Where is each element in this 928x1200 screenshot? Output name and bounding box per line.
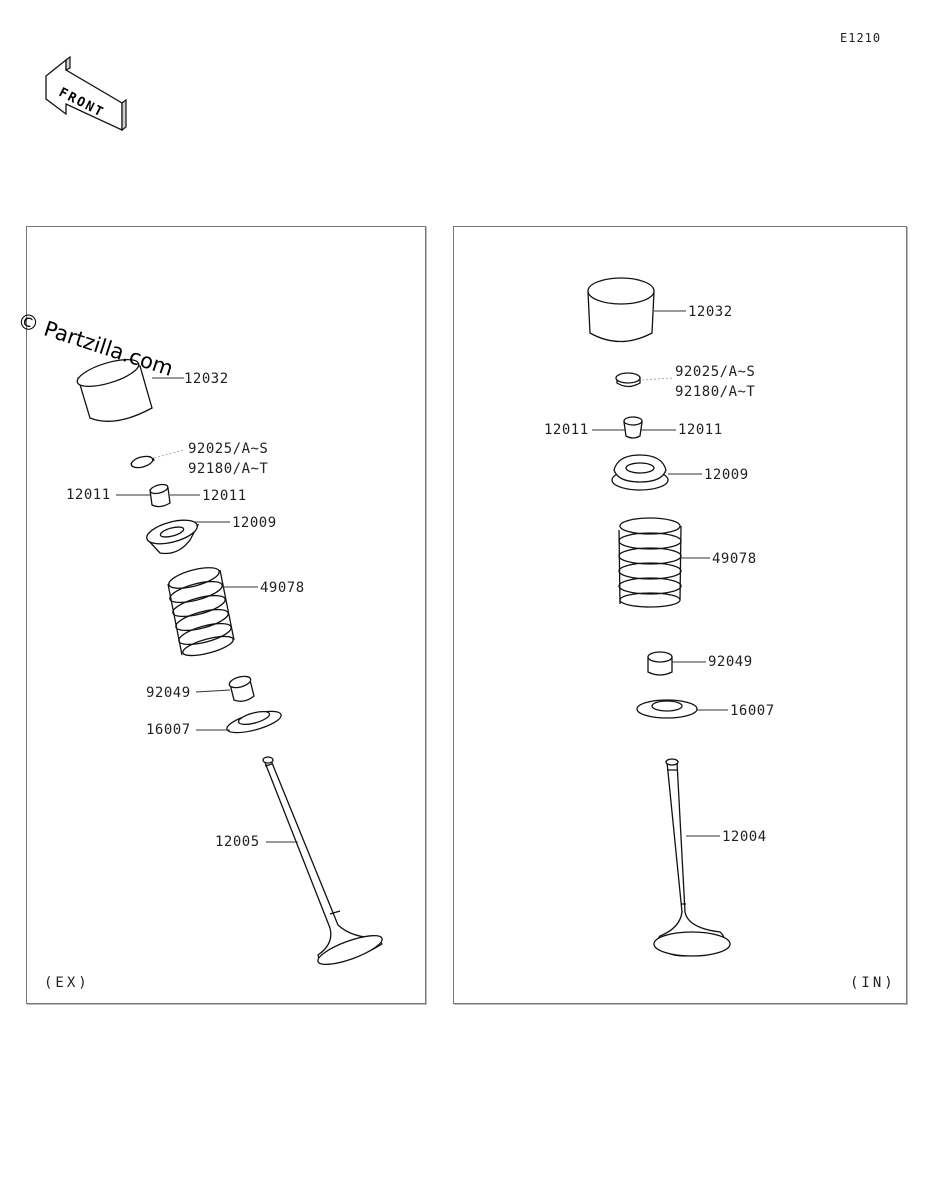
ex-valve-spring	[167, 567, 235, 657]
ex-label-keeper-right: 12011	[202, 488, 247, 504]
in-intake-valve	[653, 758, 731, 957]
in-label-spring: 49078	[712, 551, 757, 567]
in-label-seal: 92049	[708, 654, 753, 670]
in-label-tappet: 12032	[688, 304, 733, 320]
in-keeper	[623, 416, 643, 439]
ex-keeper	[149, 483, 171, 508]
ex-label-tappet: 12032	[184, 371, 229, 387]
ex-label-spring: 49078	[260, 580, 305, 596]
ex-spring-retainer	[146, 519, 200, 555]
in-valve-spring	[618, 517, 682, 608]
in-panel-caption: (IN)	[850, 975, 896, 991]
ex-label-seat: 16007	[146, 722, 191, 738]
in-label-keeper-left: 12011	[544, 422, 589, 438]
ex-shim	[130, 455, 155, 469]
in-shim	[615, 372, 641, 388]
ex-valve-stem-seal	[228, 675, 255, 702]
ex-label-keeper-left: 12011	[66, 487, 111, 503]
ex-label-shim-a: 92025/A~S	[188, 441, 269, 457]
in-label-valve: 12004	[722, 829, 767, 845]
front-arrow-icon	[45, 55, 127, 132]
in-label-seat: 16007	[730, 703, 775, 719]
ex-label-valve: 12005	[215, 834, 260, 850]
ex-panel-caption: (EX)	[44, 975, 90, 991]
ex-spring-seat	[226, 710, 282, 734]
in-label-shim-b: 92180/A~T	[675, 384, 756, 400]
diagram-code: E1210	[840, 31, 882, 45]
in-spring-seat	[636, 699, 698, 719]
intake-panel	[453, 226, 907, 1004]
in-valve-stem-seal	[647, 651, 673, 676]
in-tappet-bucket	[587, 277, 655, 343]
exhaust-panel	[26, 226, 426, 1004]
ex-label-seal: 92049	[146, 685, 191, 701]
in-label-keeper-right: 12011	[678, 422, 723, 438]
in-spring-retainer	[611, 454, 669, 491]
ex-tappet-bucket	[76, 358, 153, 422]
ex-label-retainer: 12009	[232, 515, 277, 531]
in-label-shim-a: 92025/A~S	[675, 364, 756, 380]
ex-exhaust-valve	[262, 756, 383, 966]
in-label-retainer: 12009	[704, 467, 749, 483]
ex-label-shim-b: 92180/A~T	[188, 461, 269, 477]
